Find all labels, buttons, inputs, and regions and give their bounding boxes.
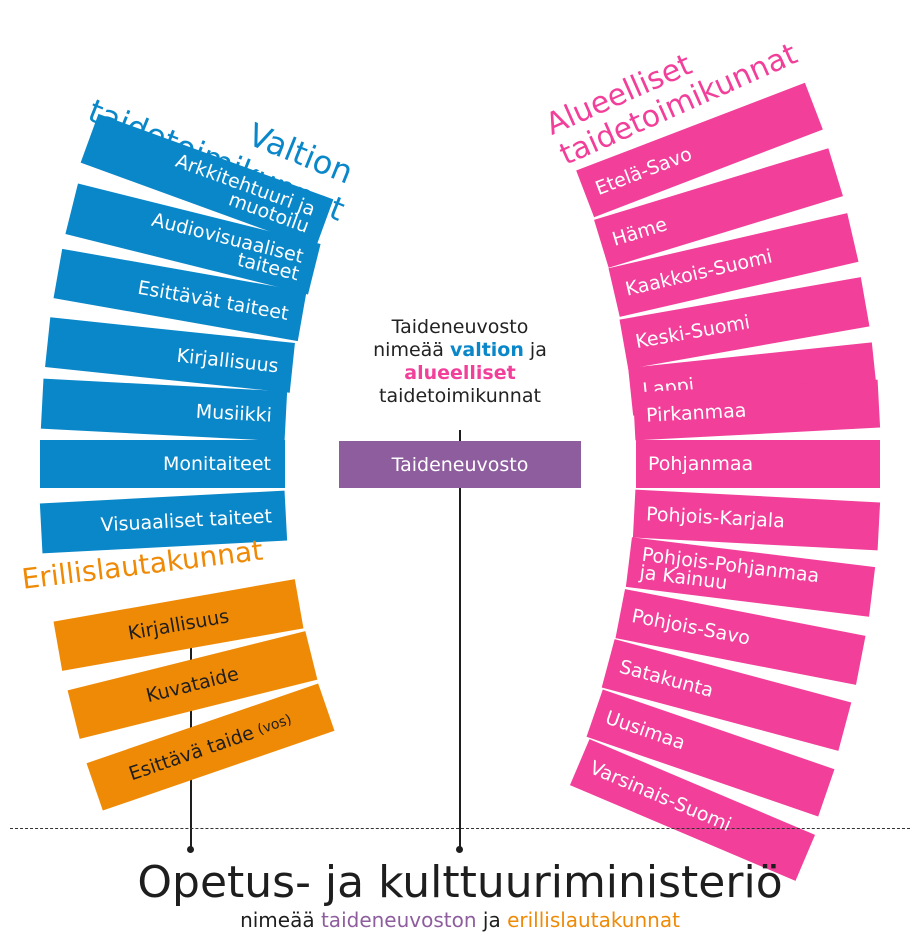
bar-label: Keski-Suomi — [633, 311, 752, 354]
connector-endpoint-dot — [187, 846, 194, 853]
bar-label: Kirjallisuus — [126, 605, 231, 645]
connector-endpoint-dot — [456, 846, 463, 853]
note-line: taidetoimikunnat — [379, 385, 541, 407]
bar-label: Esittävät taiteet — [135, 276, 291, 325]
bar-label: Pohjois-Savo — [629, 605, 752, 650]
state-committee-multiart[interactable]: Monitaiteet — [40, 440, 285, 488]
note-line: nimeää valtion ja — [373, 339, 547, 361]
bar-label-suffix: (vos) — [255, 711, 294, 739]
divider-line — [10, 828, 910, 829]
arts-council-note: Taideneuvosto nimeää valtion ja alueelli… — [330, 316, 590, 408]
bar-label: Musiikki — [195, 400, 273, 427]
note-line: alueelliset — [404, 362, 516, 384]
ministry-subtitle: nimeää taideneuvoston ja erillislautakun… — [240, 908, 680, 932]
regional-committee-pohjanmaa[interactable]: Pohjanmaa — [636, 440, 880, 488]
bar-label: Esittävä taide — [126, 721, 257, 786]
bar-label: Monitaiteet — [163, 453, 271, 475]
note-line: Taideneuvosto — [391, 316, 529, 338]
bar-label: Häme — [609, 213, 670, 251]
bar-label: Satakunta — [616, 655, 716, 702]
ministry-title: Opetus- ja kulttuuriministeriö — [137, 857, 783, 908]
bar-label: Pohjois-Karjala — [645, 503, 786, 533]
bar-label: Visuaaliset taiteet — [100, 505, 273, 537]
bar-label: Pirkanmaa — [645, 399, 747, 427]
bar-label: Pohjanmaa — [648, 453, 754, 475]
arts-council-connector — [459, 430, 461, 848]
arts-council-box[interactable]: Taideneuvosto — [339, 441, 581, 488]
bar-label: Kirjallisuus — [175, 344, 280, 378]
bar-label: Uusimaa — [602, 706, 689, 755]
bar-label: Kuvataide — [143, 662, 242, 708]
